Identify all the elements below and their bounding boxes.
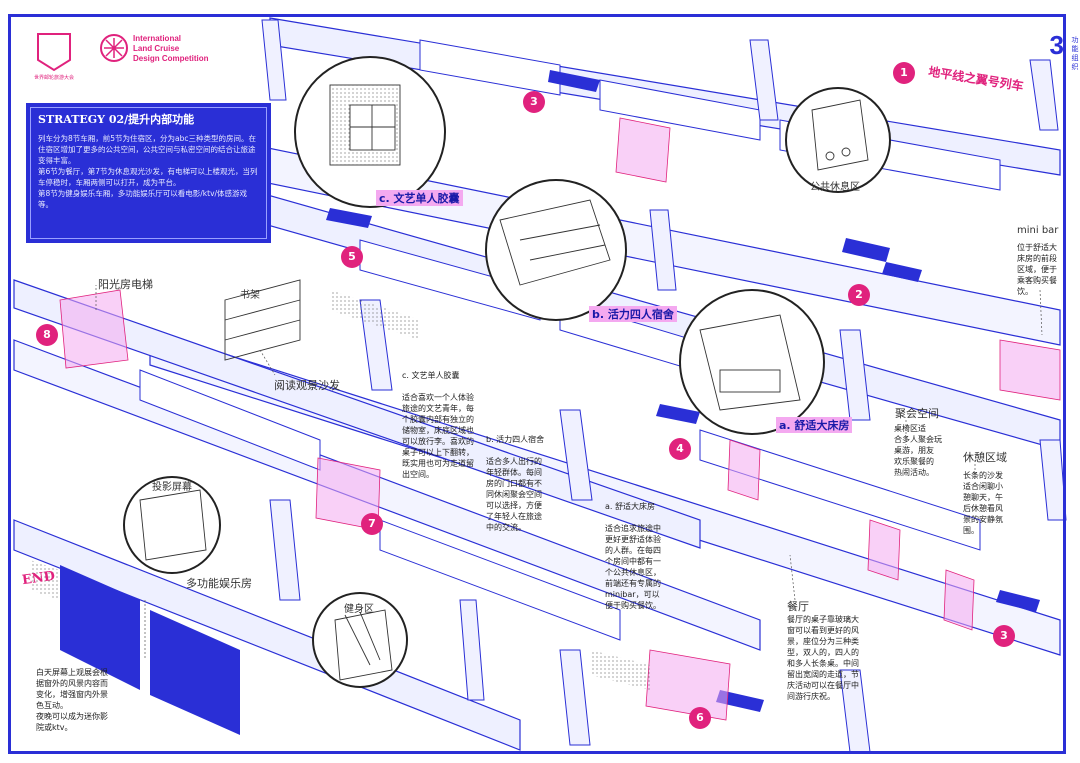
detail-circle-a-room	[679, 289, 825, 435]
label-mini-bar: mini bar	[1017, 225, 1059, 236]
label-bookshelf: 书架	[240, 290, 260, 301]
detail-circle-gym	[312, 592, 408, 688]
detail-circle-projection	[123, 476, 221, 574]
desc-a-room: a. 舒适大床房 适合追求旅途中 更好更舒适体验 的人群。在每四 个房间中都有一…	[605, 502, 661, 610]
car-number-2: 2	[848, 284, 870, 306]
detail-sketches	[139, 84, 869, 681]
label-gathering: 聚会空间	[895, 407, 939, 420]
dotted-platform-fills	[30, 290, 650, 690]
logo-caption: 世界邮轮旅游大会	[34, 75, 75, 81]
label-reading-sofa: 阅读观景沙发	[274, 379, 340, 392]
desc-projection: 白天屏幕上观展会根 据窗外的风景内容而 变化，增强窗内外景 色互动。 夜晚可以成…	[36, 668, 108, 732]
logo-mark	[37, 33, 128, 72]
tag-b-room: b. 活力四人宿舍	[589, 306, 677, 322]
car-number-6: 6	[689, 707, 711, 729]
detail-circle-b-room	[485, 179, 627, 321]
label-multi-hall: 多功能娱乐房	[186, 577, 252, 590]
desc-mini-bar: 位于舒适大 床房的前段 区域，便于 乘客购买餐 饮。	[1017, 243, 1057, 296]
car-number-7: 7	[361, 513, 383, 535]
car-number-1: 1	[893, 62, 915, 84]
page-number: 3	[1049, 30, 1064, 60]
label-rest-area: 休憩区域	[963, 451, 1007, 464]
strategy-body: 列车分为8节车厢，前5节为住宿区，分为abc三种类型的房间。在住宿区增加了更多的…	[38, 134, 258, 209]
page-subtitle: 功能 组织	[1071, 36, 1079, 71]
page-number-box: 3 功能 组织	[1049, 30, 1079, 71]
desc-rest-area: 长条的沙发 适合闲聊小 憩聊天，午 后休憩看风 景的安静氛 围。	[963, 471, 1003, 535]
car-number-3-top: 3	[523, 91, 545, 113]
pink-highlight-zones	[59, 117, 1061, 721]
car-number-4: 4	[669, 438, 691, 460]
desc-b-room: b. 活力四人宿舍 适合多人出行的 年轻群体。每间 房的门口都有不 同休闲聚会空…	[486, 435, 545, 532]
desc-gathering: 桌椅区适 合多人聚会玩 桌游，朋友 欢乐聚餐的 热闹活动。	[894, 424, 942, 477]
tag-c-pod: c. 文艺单人胶囊	[376, 190, 463, 206]
pillars	[261, 19, 1067, 753]
car-number-3-bottom: 3	[993, 625, 1015, 647]
label-dining: 餐厅	[787, 600, 809, 613]
tag-a-room: a. 舒适大床房	[776, 417, 853, 433]
car-number-8: 8	[36, 324, 58, 346]
strategy-title: STRATEGY 02/提升内部功能	[38, 113, 195, 126]
strategy-panel: STRATEGY 02/提升内部功能 列车分为8节车厢，前5节为住宿区，分为ab…	[26, 103, 271, 243]
car-number-5: 5	[341, 246, 363, 268]
blue-car-roofs	[60, 70, 1040, 735]
competition-title: International Land Cruise Design Competi…	[133, 34, 209, 63]
label-sun-elevator: 阳光房电梯	[98, 278, 153, 291]
label-public-lounge: 公共休息区	[810, 182, 860, 193]
detail-circle-lounge	[785, 87, 891, 193]
desc-dining: 餐厅的桌子靠玻璃大 窗可以看到更好的风 景，座位分为三种类 型，双人的，四人的 …	[787, 615, 859, 701]
leader-lines	[95, 285, 1043, 660]
label-gym: 健身区	[344, 604, 374, 615]
desc-c-pod: c. 文艺单人胶囊 适合喜欢一个人体验 旅途的文艺青年，每 个胶囊内部有独立的 …	[402, 371, 474, 479]
label-projection: 投影屏幕	[152, 482, 192, 493]
